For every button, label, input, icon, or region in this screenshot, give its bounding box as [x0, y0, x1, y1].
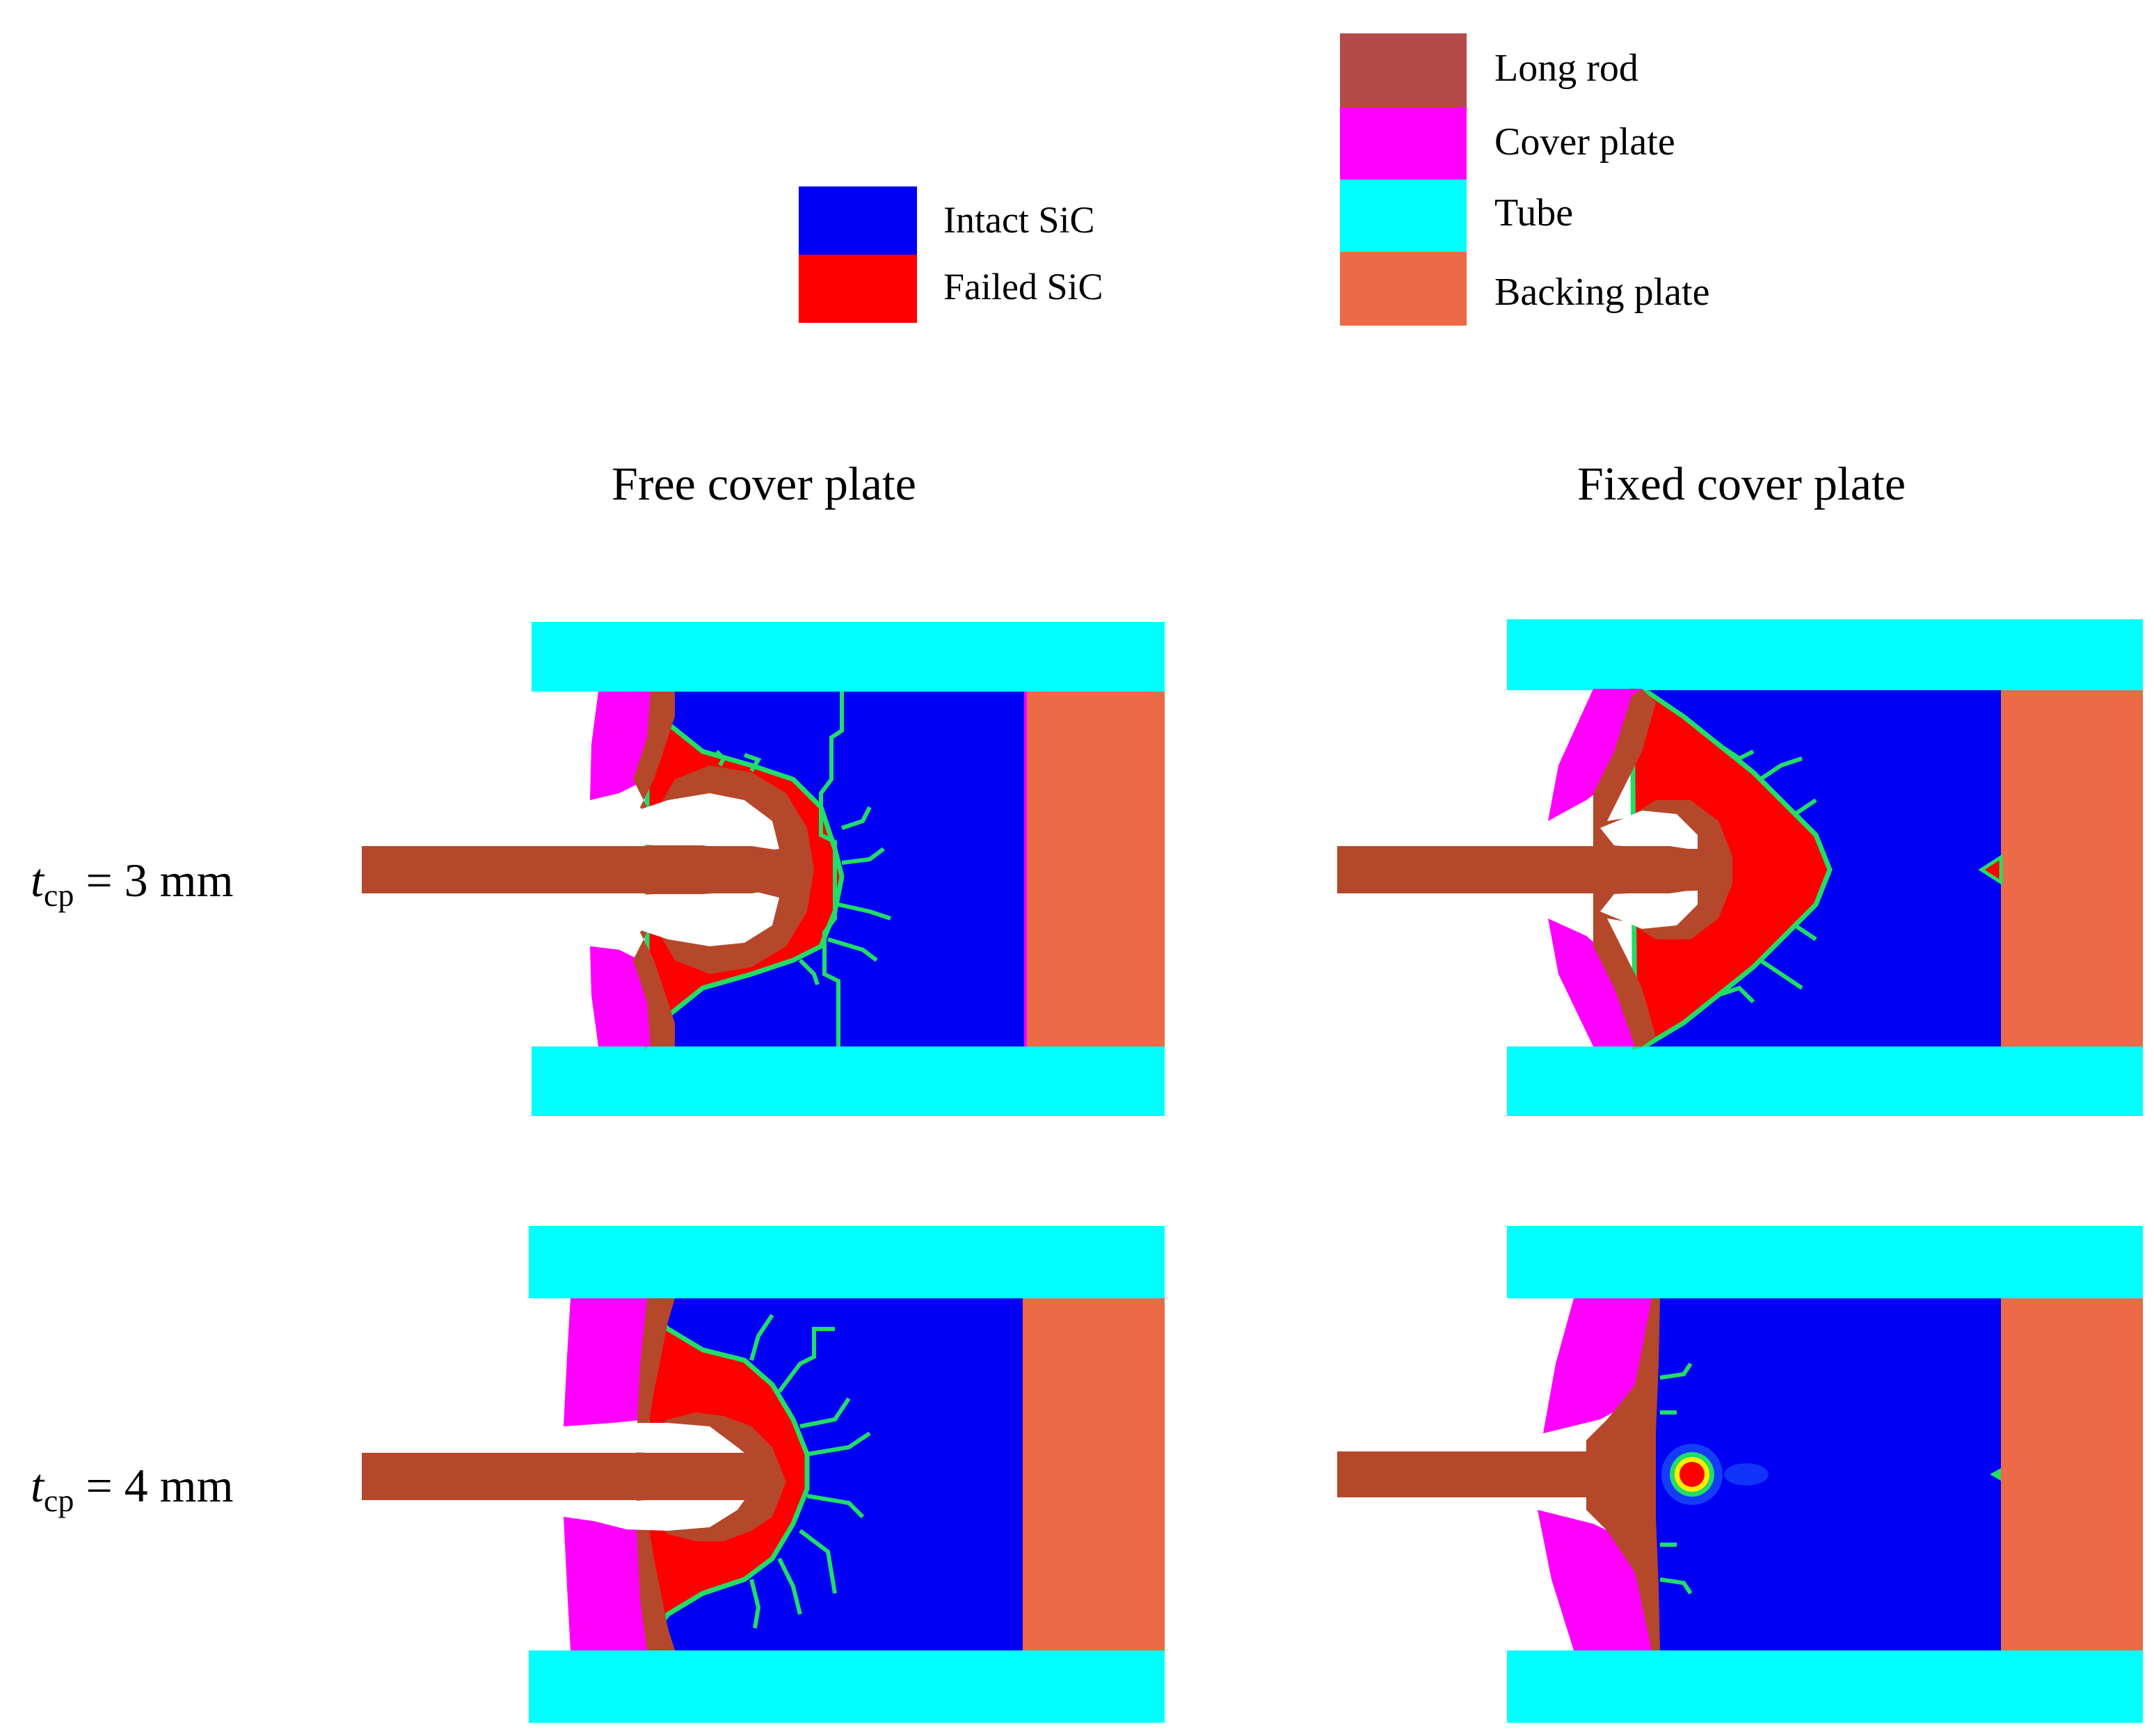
- tube-bottom: [532, 1046, 1165, 1116]
- tube-bottom: [1507, 1650, 2143, 1723]
- panel-fixed-3mm: [1337, 619, 2143, 1116]
- legend-label-long-rod: Long rod: [1494, 47, 1638, 90]
- erosion-cavity-lower: [1600, 891, 1698, 929]
- erosion-cavity-lower: [577, 1500, 744, 1531]
- panel-fixed-4mm: [1337, 1226, 2143, 1723]
- backing-plate: [2001, 690, 2143, 1046]
- long-rod: [1337, 846, 1717, 893]
- legend-label-tube: Tube: [1494, 191, 1573, 234]
- cover-plate-lower: [564, 1517, 651, 1650]
- cover-plate-lower: [1548, 918, 1642, 1046]
- legend-label-backing-plate: Backing plate: [1494, 271, 1709, 314]
- crack-branches: [1659, 1362, 1693, 1595]
- long-rod: [1337, 1451, 1656, 1497]
- damage-trail: [1724, 1463, 1769, 1486]
- row-label-3mm-rest: = 3 mm: [74, 854, 233, 907]
- legend-label-failed-sic: Failed SiC: [943, 266, 1103, 308]
- failed-sic-tip: [1990, 1468, 2001, 1481]
- legend-swatch-cover-plate: [1340, 107, 1467, 180]
- backing-plate: [1026, 692, 1165, 1046]
- legend-label-cover-plate: Cover plate: [1494, 120, 1675, 164]
- cover-plate-upper: [564, 1298, 651, 1426]
- erosion-cavity: [1600, 811, 1698, 849]
- long-rod: [362, 846, 807, 893]
- tube-bottom: [1507, 1046, 2143, 1116]
- crack-branches: [715, 749, 891, 985]
- cover-plate-upper: [1548, 689, 1642, 821]
- row-label-4mm: tcp = 4 mm: [31, 1459, 233, 1518]
- legend-sic: Intact SiC Failed SiC: [799, 186, 1103, 323]
- tube-top: [532, 622, 1165, 692]
- row-label-4mm-rest: = 4 mm: [74, 1459, 233, 1512]
- column-title-fixed: Fixed cover plate: [1577, 457, 1906, 510]
- panel-free-3mm: [362, 622, 1165, 1116]
- row-label-3mm-sub: cp: [44, 877, 74, 913]
- row-label-3mm: tcp = 3 mm: [31, 854, 233, 913]
- tube-top: [529, 1226, 1165, 1298]
- row-label-4mm-sub: cp: [44, 1483, 74, 1518]
- row-label-4mm-var: t: [31, 1459, 45, 1512]
- backing-plate: [2001, 1298, 2143, 1650]
- damage-core: [1680, 1462, 1705, 1487]
- column-title-free: Free cover plate: [612, 457, 916, 510]
- erosion-cavity: [581, 793, 779, 852]
- tube-top: [1507, 1226, 2143, 1298]
- crack-branches: [749, 1314, 871, 1629]
- legend-swatch-backing-plate: [1340, 252, 1467, 326]
- tube-top: [1507, 619, 2143, 690]
- failed-sic-tip: [1978, 854, 2003, 886]
- backing-plate: [1023, 1298, 1165, 1650]
- long-rod: [362, 1453, 776, 1500]
- legend-swatch-failed-sic: [799, 255, 917, 323]
- erosion-cavity: [577, 1423, 744, 1453]
- crack-branches: [1717, 742, 1817, 1004]
- legend-swatch-long-rod: [1340, 33, 1467, 107]
- crack-vertical: [819, 692, 844, 1046]
- legend-swatch-tube: [1340, 180, 1467, 252]
- tube-bottom: [529, 1650, 1165, 1723]
- erosion-cavity-lower: [581, 891, 779, 946]
- legend-materials: Long rod Cover plate Tube Backing plate: [1340, 33, 1709, 326]
- legend-label-intact-sic: Intact SiC: [943, 199, 1094, 241]
- row-label-3mm-var: t: [31, 854, 45, 907]
- panel-free-4mm: [362, 1226, 1165, 1723]
- legend-swatch-intact-sic: [799, 186, 917, 255]
